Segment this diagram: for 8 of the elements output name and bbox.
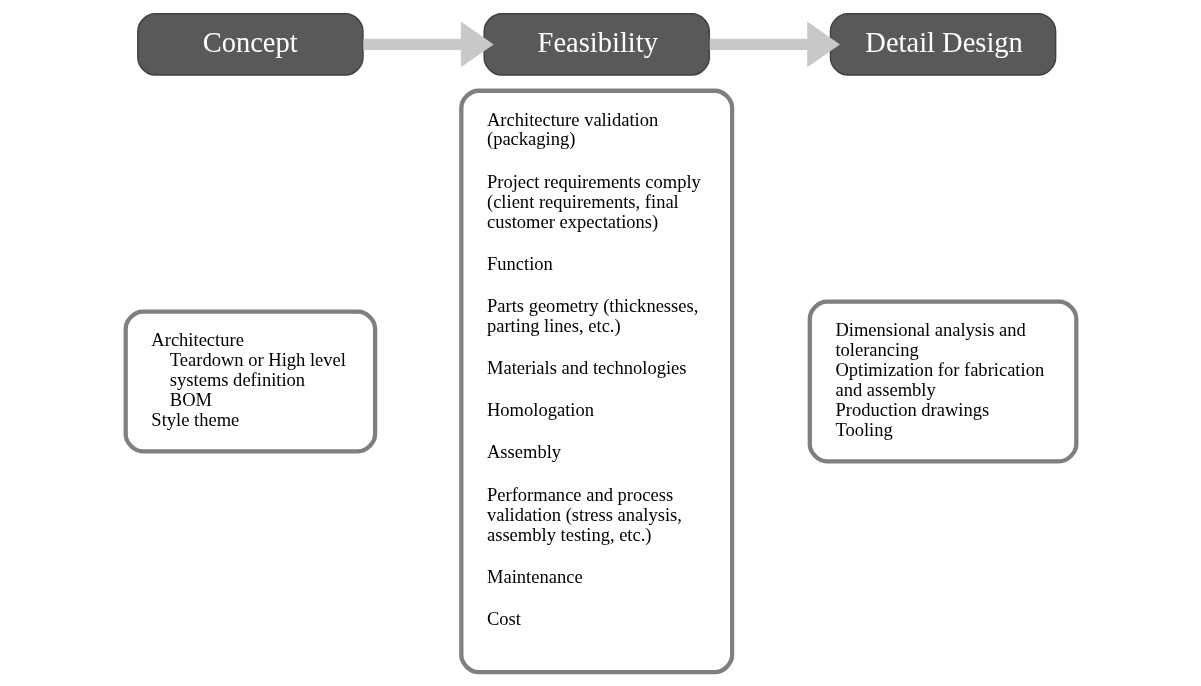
node-box: Concept	[136, 13, 364, 76]
node-box: Detail Design	[829, 13, 1056, 76]
node-box: Architecture validation (packaging) Project requirements comply (client requirements, final customer expectations) Function Parts geometry (thicknesses, parting lines, etc.) Materials and technologies Homologation Assembly Performance and process validation (stress analysis, assembly testing, etc.) Maintenance Cost	[458, 88, 734, 675]
node-box: Architecture Teardown or High level systems definition BOM Style theme	[123, 309, 377, 454]
arrow	[709, 21, 840, 68]
node-box: Feasibility	[482, 13, 710, 76]
node-box: Dimensional analysis and tolerancing Optimization for fabrication and assembly Production drawings Tooling	[807, 299, 1078, 464]
arrow	[362, 21, 494, 68]
